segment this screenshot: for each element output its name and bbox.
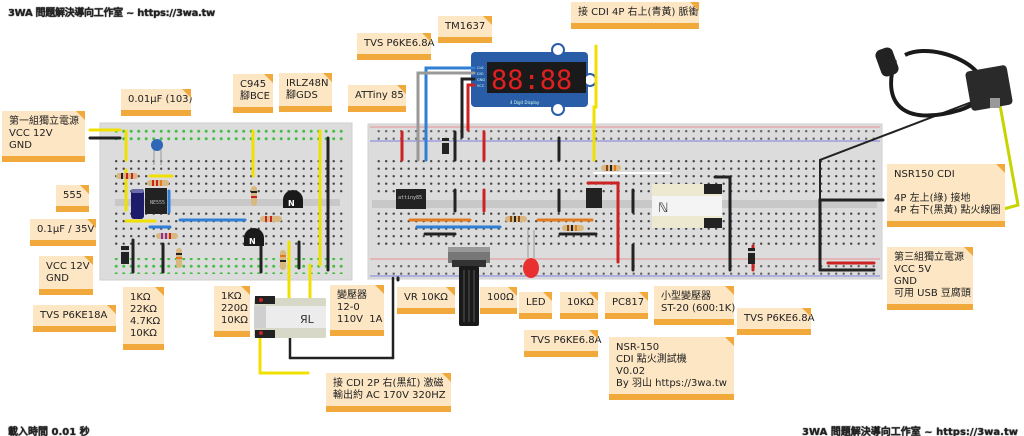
pin-vcc: VCC <box>477 84 485 88</box>
note-tvs-mid: TVS P6KE6.8A <box>524 330 602 357</box>
display-caption: 4 Digit Display <box>510 100 540 105</box>
note-irlz48n: IRLZ48N 腳GDS <box>279 73 332 112</box>
c945-transistor: N <box>283 190 303 208</box>
note-tvs18: TVS P6KE18A <box>33 305 116 332</box>
transformer: ЯL <box>254 296 326 338</box>
resistor-3 <box>156 233 178 239</box>
resistor-top <box>601 165 621 171</box>
tm1637-display: 88:88 4 Digit Display CLK DIO GND VCC <box>471 43 597 116</box>
site-title: 3WA 問題解決導向工作室 ~ https://3wa.tw <box>8 8 215 19</box>
attiny-label: attiny85 <box>398 195 422 201</box>
note-transformer: 變壓器 12-0 110V 1A <box>330 285 384 336</box>
pc817-chip <box>586 188 602 208</box>
ignition-coil <box>875 47 1013 118</box>
svg-text:ℕ: ℕ <box>658 201 668 216</box>
note-cdi-4p-pulse: 接 CDI 4P 右上(青黃) 脈衝 <box>571 2 699 29</box>
note-vr10k: VR 10KΩ <box>397 287 455 314</box>
svg-text:N: N <box>288 199 295 208</box>
potentiometer <box>448 247 490 326</box>
note-attiny85: ATTiny 85 <box>348 85 406 112</box>
note-nsr150-info: NSR-150 CDI 點火測試機 V0.02 By 羽山 https://3w… <box>609 337 734 400</box>
diode-left <box>121 246 129 264</box>
wires-left <box>88 128 395 375</box>
resistor-1 <box>116 173 138 179</box>
note-res-group2: 1KΩ 220Ω 10KΩ <box>214 286 250 337</box>
note-cap-01: 0.1μF / 35V <box>30 219 96 246</box>
breadboard-left <box>99 122 353 281</box>
diode-tvs-right <box>748 248 755 264</box>
display-digits: 88:88 <box>491 65 572 96</box>
note-c945: C945 腳BCE <box>233 74 273 113</box>
note-r100: 100Ω <box>480 287 517 314</box>
svg-text:N: N <box>249 237 256 246</box>
small-transformer: ℕ <box>652 184 722 228</box>
resistor-7 <box>280 250 286 270</box>
irlz48n-mosfet: N <box>244 228 264 246</box>
attiny85-chip: attiny85 <box>396 189 426 209</box>
ul-mark: ЯL <box>300 313 315 326</box>
note-power1: 第一組獨立電源 VCC 12V GND <box>2 111 85 162</box>
note-tm1637: TM1637 <box>438 16 492 43</box>
note-cap-103: 0.01μF (103) <box>121 89 192 116</box>
electrolytic-capacitor <box>131 189 144 219</box>
note-led: LED <box>519 292 552 319</box>
note-res-group1: 1KΩ 22KΩ 4.7KΩ 10KΩ <box>123 287 164 350</box>
resistor-6 <box>260 216 282 222</box>
diode-tvs-top <box>442 138 449 154</box>
load-time: 載入時間 0.01 秒 <box>8 427 90 436</box>
resistor-5 <box>251 186 257 206</box>
left-components: NE555 N N <box>116 139 303 270</box>
note-power3: 第三組獨立電源 VCC 5V GND 可用 USB 豆腐頭 <box>887 247 973 310</box>
footer-site-title: 3WA 問題解決導向工作室 ~ https://3wa.tw <box>802 427 1018 436</box>
note-tvs-right: TVS P6KE6.8A <box>737 308 815 335</box>
resistor-4 <box>176 248 182 268</box>
resistor-2 <box>147 180 169 186</box>
note-555: 555 <box>56 185 89 212</box>
pin-clk: CLK <box>477 66 484 70</box>
note-vcc12-gnd: VCC 12V GND <box>39 256 93 295</box>
ceramic-capacitor <box>151 139 163 165</box>
note-pc817: PC817 <box>605 292 648 319</box>
note-cdi-2p: 接 CDI 2P 右(黑紅) 激磁 輸出約 AC 170V 320HZ <box>326 373 451 412</box>
ne555-label: NE555 <box>150 200 165 206</box>
note-small-transformer: 小型變壓器 ST-20 (600:1K) <box>654 286 735 325</box>
led-red <box>523 230 539 278</box>
note-r10k: 10KΩ <box>560 292 598 319</box>
note-nsr150-cdi: NSR150 CDI 4P 左上(綠) 接地 4P 右下(黑黃) 點火線圈 <box>887 164 1005 227</box>
resistor-100 <box>505 216 527 222</box>
pin-dio: DIO <box>477 72 484 76</box>
note-tvs-top: TVS P6KE6.8A <box>357 33 435 60</box>
right-components: attiny85 ℕ <box>396 138 755 326</box>
ne555-chip: NE555 <box>145 188 167 214</box>
resistor-10k <box>562 225 584 231</box>
pin-gnd: GND <box>477 78 485 82</box>
